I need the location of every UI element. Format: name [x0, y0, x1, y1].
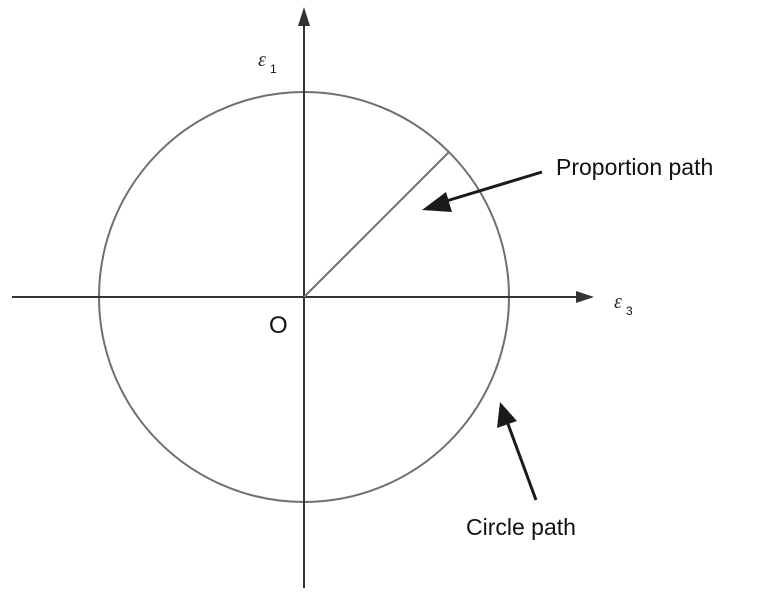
proportion-path-line [303, 151, 450, 298]
vertical-axis-arrowhead [298, 7, 310, 26]
horizontal-axis-symbol: ε [614, 291, 622, 313]
circle-path-label: Circle path [466, 514, 576, 540]
circle-arrowhead [497, 402, 517, 428]
proportion-path-label: Proportion path [556, 154, 713, 180]
proportion-arrowhead [422, 192, 452, 212]
horizontal-axis-arrowhead [576, 291, 594, 303]
vertical-axis-symbol: ε [258, 49, 266, 71]
horizontal-axis-subscript: 3 [626, 304, 633, 318]
circle-arrow-shaft [506, 423, 538, 501]
vertical-axis-subscript: 1 [270, 62, 277, 76]
origin-label: O [269, 312, 288, 339]
proportion-arrow-shaft [442, 170, 543, 204]
